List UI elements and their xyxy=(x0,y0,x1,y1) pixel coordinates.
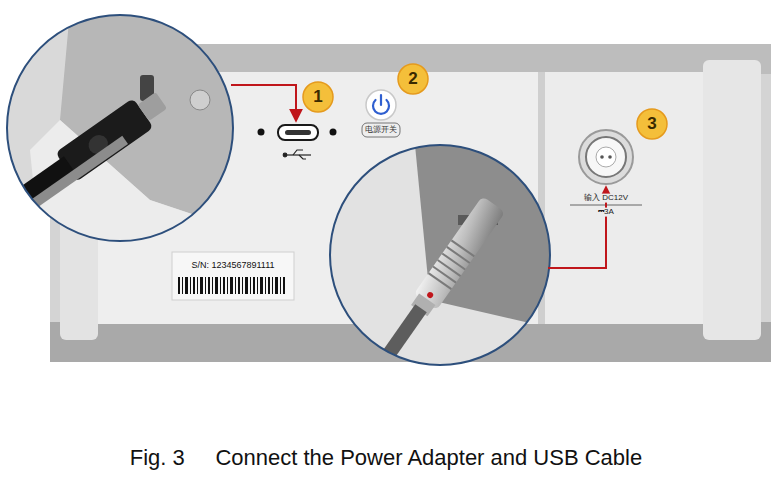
serial-number: S/N: 1234567891111 xyxy=(191,261,274,271)
pointer-arrow xyxy=(231,85,296,120)
callout-number: 1 xyxy=(313,88,322,107)
figure-caption: Fig. 3 Connect the Power Adapter and USB… xyxy=(130,445,642,471)
rating-label: 输入 DC12V xyxy=(582,194,630,203)
callout-disc xyxy=(637,109,667,139)
callout-disc xyxy=(398,64,428,94)
side-bracket xyxy=(703,60,761,340)
callout-disc xyxy=(303,82,333,112)
button-label: 电源开关 xyxy=(365,126,397,135)
inset-border xyxy=(330,145,550,365)
rating-label: ⎓3A xyxy=(596,208,616,217)
usb-port xyxy=(278,125,318,140)
indicator-dot xyxy=(258,129,265,136)
power-socket xyxy=(579,130,633,184)
inset-border xyxy=(7,15,233,241)
callout-number: 3 xyxy=(647,115,656,134)
power-button xyxy=(366,90,396,120)
panel-right xyxy=(545,72,703,324)
power-socket-ring xyxy=(586,137,626,177)
power-plug-closeup xyxy=(325,140,560,396)
barcode xyxy=(178,277,285,294)
indicator-dot xyxy=(330,129,337,136)
button-label-frame xyxy=(362,123,400,137)
power-icon xyxy=(373,95,389,114)
usb-closeup xyxy=(0,10,240,250)
usb-symbol xyxy=(283,150,311,159)
usb-port-tongue xyxy=(285,130,311,135)
serial-sticker xyxy=(172,252,294,300)
power-socket-core xyxy=(596,147,616,167)
callout-number: 2 xyxy=(408,70,417,89)
